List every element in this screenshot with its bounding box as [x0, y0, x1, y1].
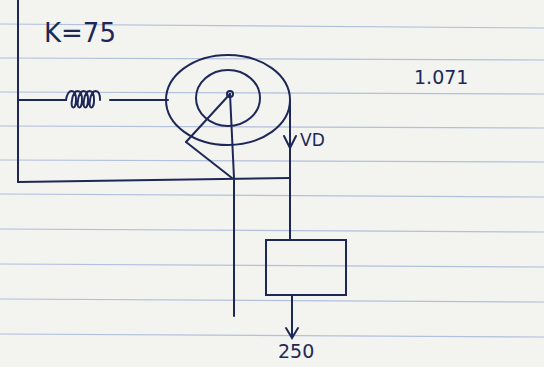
support-arm [186, 94, 230, 142]
note-value: 1.071 [414, 68, 468, 87]
weight-label: 250 [278, 342, 314, 361]
support-arm [230, 94, 234, 178]
velocity-label: VD [300, 132, 325, 149]
wall [17, 0, 19, 182]
spring-wire [18, 99, 66, 101]
rope [289, 100, 291, 240]
ground-line [18, 178, 290, 182]
support-arm [186, 142, 232, 178]
pulley-inner [196, 70, 260, 126]
block [266, 240, 346, 295]
spring-constant: K=75 [44, 20, 116, 46]
spring-wire [110, 99, 168, 101]
pulley-outer [166, 55, 290, 145]
ink-drawing [18, 0, 346, 338]
spring-symbol [66, 91, 100, 108]
support-post [233, 180, 235, 316]
velocity-arrow [284, 136, 296, 148]
ruled-lines [0, 24, 544, 337]
weight-arrowhead [286, 328, 298, 338]
weight-arrow [291, 295, 293, 336]
